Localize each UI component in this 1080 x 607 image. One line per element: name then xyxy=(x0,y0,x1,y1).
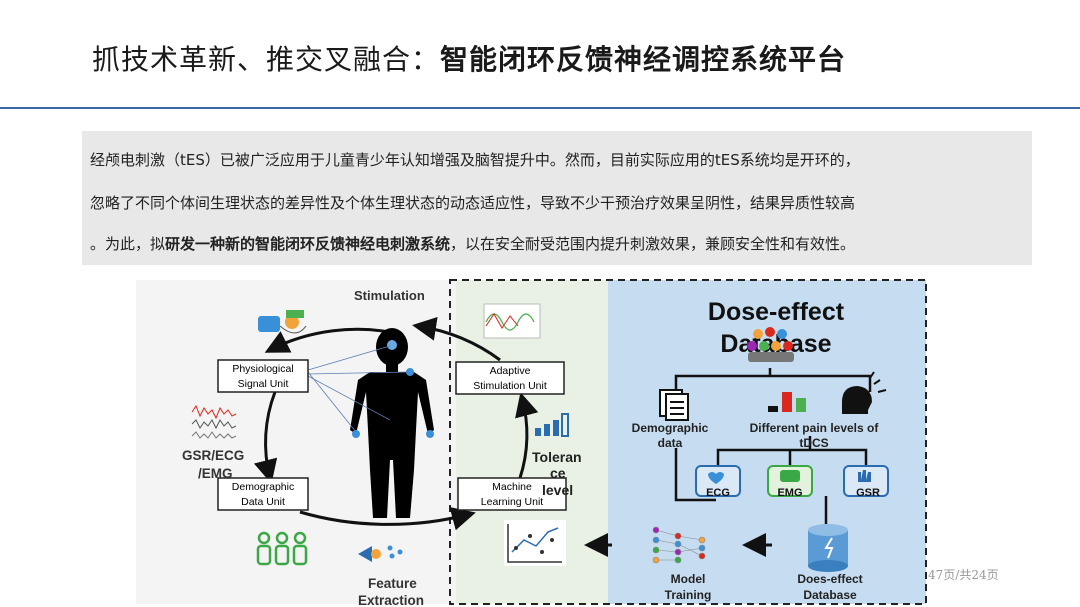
physiological-signal-unit: Physiological Signal Unit xyxy=(217,359,309,393)
demo-label-1: Demographic xyxy=(232,481,294,493)
waveform-icon xyxy=(483,303,541,339)
feature-label-2: Extraction xyxy=(358,593,424,607)
adaptive-label-2: Stimulation Unit xyxy=(473,380,547,392)
loop-arrow-right xyxy=(515,392,539,479)
people-crowd-icon xyxy=(747,327,794,362)
pain-levels-label-1: Different pain levels of xyxy=(750,421,880,435)
ecg-label: ECG xyxy=(706,487,730,499)
feature-label-1: Feature xyxy=(368,576,417,591)
stimulation-label: Stimulation xyxy=(354,288,425,303)
intro-paragraph-box: 经颅电刺激（tES）已被广泛应用于儿童青少年认知增强及脑智提升中。然而，目前实际… xyxy=(82,131,1032,265)
scatter-plot-icon xyxy=(504,520,566,566)
database-cylinder-icon xyxy=(808,524,848,572)
feature-extraction-icon xyxy=(358,545,403,562)
adaptive-stimulation-unit: Adaptive Stimulation Unit xyxy=(455,361,565,395)
page-title: 抓技术革新、推交叉融合：智能闭环反馈神经调控系统平台 xyxy=(92,38,846,78)
physio-label-1: Physiological xyxy=(232,363,293,375)
page-number: 47页/共24页 xyxy=(928,568,999,582)
demographic-data-label-2: data xyxy=(658,436,683,450)
loop-arrow-bottom xyxy=(299,507,476,531)
model-training-label-2: Training xyxy=(665,588,712,602)
title-part2: 智能闭环反馈神经调控系统平台 xyxy=(440,43,847,76)
demo-label-2: Data Unit xyxy=(241,496,285,508)
demographic-data-label-1: Demographic xyxy=(632,421,709,435)
neural-network-icon xyxy=(652,526,706,564)
gsr-card: GSR xyxy=(843,465,889,499)
demographic-data-unit: Demographic Data Unit xyxy=(217,477,309,511)
ml-label-1: Machine xyxy=(492,481,532,493)
loop-arrow-top-right xyxy=(412,316,501,362)
db-title-line-1: Dose-effect xyxy=(708,298,845,326)
paragraph-line-3-post: ，以在安全耐受范围内提升刺激效果，兼顾安全性和有效性。 xyxy=(450,235,856,253)
physio-label-2: Signal Unit xyxy=(238,378,289,390)
paragraph-line-2: 忽略了不同个体间生理状态的差异性及个体生理状态的动态适应性，导致不少干预治疗效果… xyxy=(90,194,856,212)
model-training-label-1: Model xyxy=(671,572,706,586)
eeg-signal-icon xyxy=(191,404,237,439)
machine-learning-unit: Machine Learning Unit xyxy=(457,477,567,511)
does-effect-label-1: Does-effect xyxy=(797,572,862,586)
adaptive-label-1: Adaptive xyxy=(490,365,531,377)
db-tree-lines xyxy=(674,368,872,524)
title-part1: 抓技术革新、推交叉融合： xyxy=(92,43,441,76)
tolerance-bars-icon xyxy=(535,413,569,437)
pain-levels-label-2: tDCS xyxy=(799,436,828,450)
emg-label: EMG xyxy=(777,487,802,499)
gsr-label: GSR xyxy=(856,487,880,499)
tolerance-label-3: level xyxy=(542,482,573,498)
pain-bars-icon xyxy=(768,392,806,412)
human-body-icon xyxy=(350,328,434,518)
signal-lines xyxy=(307,345,409,433)
emg-card: EMG xyxy=(767,465,813,499)
title-divider xyxy=(0,107,1080,109)
ecg-card: ECG xyxy=(695,465,741,499)
paragraph-line-3-bold: 研发一种新的智能闭环反馈神经电刺激系统 xyxy=(165,235,451,253)
dashed-boundary xyxy=(449,279,927,605)
tolerance-label-1: Toleran xyxy=(532,449,582,465)
gsr-ecg-label-1: GSR/ECG xyxy=(182,448,244,463)
gsr-ecg-label-2: /EMG xyxy=(198,466,233,481)
documents-icon xyxy=(659,389,689,421)
tolerance-label-2: ce xyxy=(550,465,566,481)
head-pain-icon xyxy=(842,371,887,414)
does-effect-label-2: Database xyxy=(803,588,857,602)
loop-arrow-left xyxy=(253,391,278,484)
ml-label-2: Learning Unit xyxy=(481,496,544,508)
paragraph-line-3: 。为此，拟研发一种新的智能闭环反馈神经电刺激系统，以在安全耐受范围内提升刺激效果… xyxy=(90,233,855,254)
stimulation-device-icon xyxy=(258,310,307,334)
paragraph-line-3-pre: 。为此，拟 xyxy=(90,235,166,253)
paragraph-line-1: 经颅电刺激（tES）已被广泛应用于儿童青少年认知增强及脑智提升中。然而，目前实际… xyxy=(90,151,860,169)
people-group-icon xyxy=(256,531,308,566)
